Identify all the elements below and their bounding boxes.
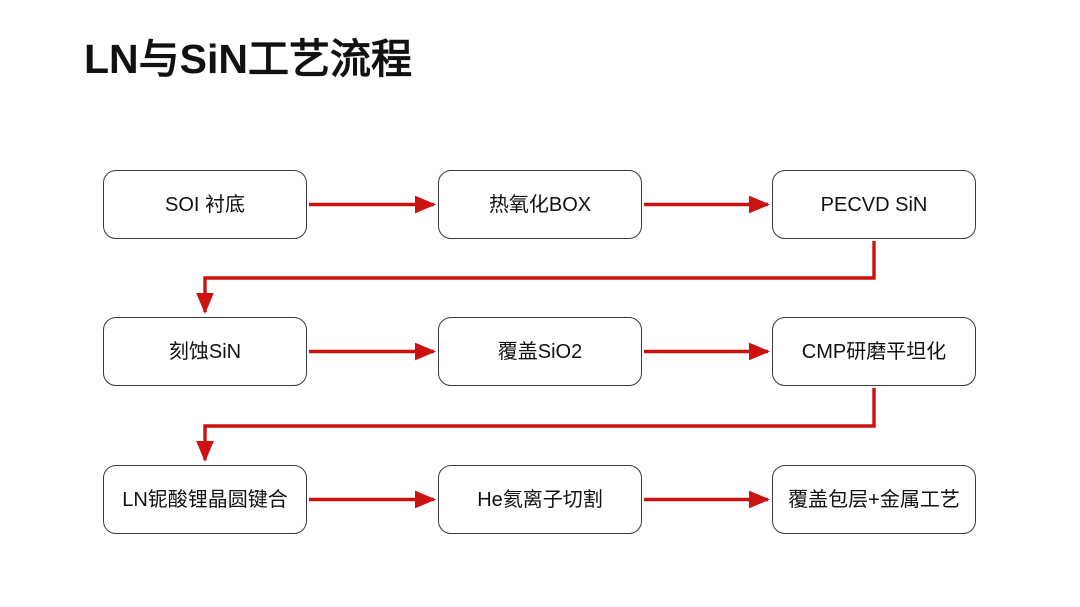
arrow-r2-c3-to-r3-c1	[196, 388, 876, 463]
process-node-label: 刻蚀SiN	[168, 340, 242, 363]
process-node-cmp-planarization[interactable]: CMP研磨平坦化	[772, 317, 976, 386]
process-node-label: LN铌酸锂晶圆键合	[122, 488, 288, 511]
process-node-he-ion-slicing[interactable]: He氦离子切割	[438, 465, 642, 534]
page-title: LN与SiN工艺流程	[84, 36, 412, 82]
process-node-thermal-oxide-box[interactable]: 热氧化BOX	[438, 170, 642, 239]
process-node-ln-wafer-bonding[interactable]: LN铌酸锂晶圆键合	[103, 465, 307, 534]
process-node-pecvd-sin[interactable]: PECVD SiN	[772, 170, 976, 239]
process-node-label: CMP研磨平坦化	[801, 340, 947, 363]
process-node-etch-sin[interactable]: 刻蚀SiN	[103, 317, 307, 386]
process-node-cover-sio2[interactable]: 覆盖SiO2	[438, 317, 642, 386]
process-node-label: 覆盖包层+金属工艺	[788, 488, 960, 511]
arrow-r1-c3-to-r2-c1	[196, 241, 876, 315]
process-node-soi-substrate[interactable]: SOI 衬底	[103, 170, 307, 239]
process-node-cladding-metal[interactable]: 覆盖包层+金属工艺	[772, 465, 976, 534]
process-node-label: He氦离子切割	[477, 488, 603, 511]
process-node-label: 覆盖SiO2	[497, 340, 583, 363]
process-node-label: SOI 衬底	[164, 193, 245, 216]
process-node-label: PECVD SiN	[820, 193, 928, 216]
process-node-label: 热氧化BOX	[488, 193, 592, 216]
